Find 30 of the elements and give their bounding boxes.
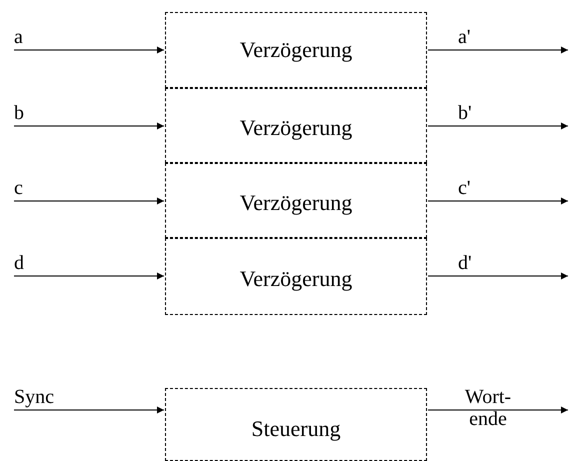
box-label: Verzögerung (240, 190, 352, 216)
process-box (165, 388, 427, 461)
edge-label: b' (458, 102, 472, 124)
arrow (14, 406, 164, 414)
box-label: Verzögerung (240, 266, 352, 292)
edge-label: d' (458, 252, 472, 274)
edge-label: c' (458, 177, 470, 199)
arrow (14, 46, 164, 54)
box-label: Verzögerung (240, 114, 352, 140)
edge-label: Sync (14, 386, 54, 408)
box-label: Steuerung (251, 416, 341, 442)
process-box (165, 238, 427, 315)
process-box (165, 163, 427, 238)
edge-label: a (14, 26, 23, 48)
process-box (165, 88, 427, 163)
arrow (428, 272, 568, 280)
edge-label: a' (458, 26, 470, 48)
arrow (428, 46, 568, 54)
edge-label: c (14, 177, 23, 199)
box-label: Verzögerung (240, 37, 352, 63)
arrow (14, 272, 164, 280)
arrow (428, 198, 568, 204)
edge-label: b (14, 102, 24, 124)
arrow (428, 122, 568, 130)
arrow (14, 122, 164, 130)
arrow (428, 406, 568, 414)
edge-label: d (14, 252, 24, 274)
arrow (14, 198, 164, 204)
edge-label: Wort- ende (464, 386, 512, 430)
process-box (165, 12, 427, 88)
